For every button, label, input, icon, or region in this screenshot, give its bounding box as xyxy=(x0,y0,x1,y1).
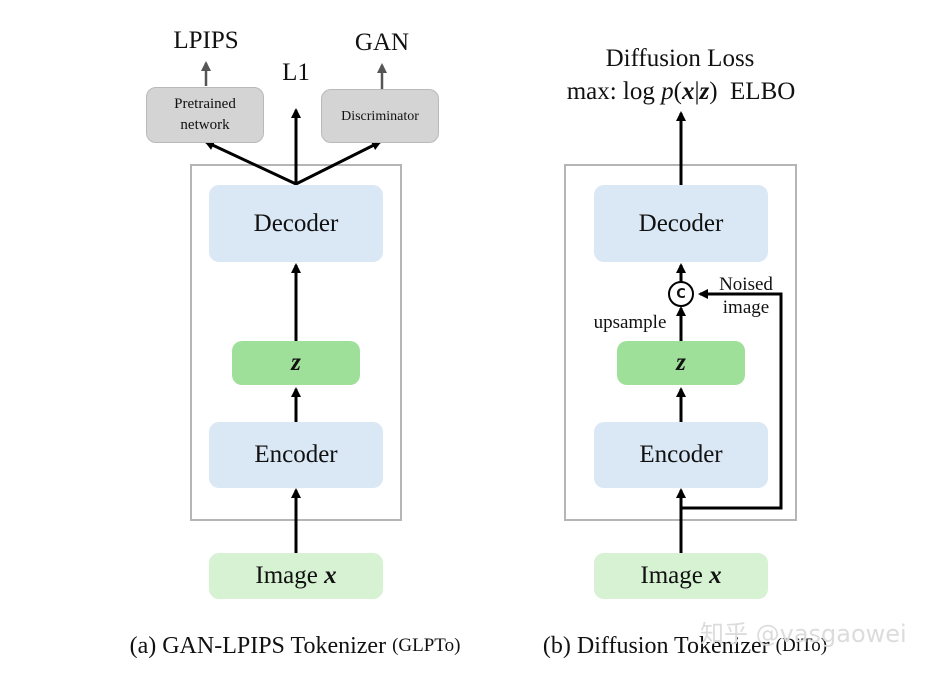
output-label-l1: L1 xyxy=(282,59,310,86)
output-label-lpips: LPIPS xyxy=(173,27,239,54)
caption-right: (b) Diffusion Tokenizer (DiTo) xyxy=(515,630,855,662)
decoder-box-right: Decoder xyxy=(594,185,768,262)
loss-formula-p: p xyxy=(661,78,674,105)
arrow-to-pretrained xyxy=(204,140,297,186)
loss-formula-prefix: max: log xyxy=(566,78,655,105)
loss-formula-x: x xyxy=(681,78,695,105)
image-label-left: Image xyxy=(255,562,318,589)
loss-title: Diffusion Loss xyxy=(605,45,755,72)
pretrained-network-line1: Pretrained xyxy=(174,96,236,112)
discriminator-box: Discriminator xyxy=(321,89,439,143)
discriminator-label: Discriminator xyxy=(341,108,419,124)
encoder-box-right: Encoder xyxy=(594,422,768,488)
latent-z-label-right: z xyxy=(676,349,686,376)
loss-formula: max: log p(x|z) ELBO xyxy=(536,76,826,108)
noised-image-line2: image xyxy=(722,297,770,318)
noised-image-line1: Noised xyxy=(719,274,773,295)
caption-left: (a) GAN-LPIPS Tokenizer (GLPTo) xyxy=(100,630,490,662)
latent-z-label-left: z xyxy=(291,349,301,376)
latent-z-box-left: z xyxy=(232,341,360,385)
noised-image-path xyxy=(681,289,783,510)
pretrained-network-box: Pretrained network xyxy=(146,87,264,143)
latent-z-box-right: z xyxy=(617,341,745,385)
input-image-box-left: Image x xyxy=(209,553,383,599)
decoder-label-left: Decoder xyxy=(253,209,339,237)
loss-formula-close: ) xyxy=(709,78,718,105)
caption-right-main: (b) Diffusion Tokenizer xyxy=(542,632,770,659)
loss-formula-suffix: ELBO xyxy=(730,78,796,105)
decoder-box-left: Decoder xyxy=(209,185,383,262)
caption-left-abbr: (GLPTo) xyxy=(392,635,461,656)
decoder-label-right: Decoder xyxy=(638,209,724,237)
noised-image-label: Noised image xyxy=(706,272,786,320)
encoder-label-left: Encoder xyxy=(254,441,338,468)
output-label-gan: GAN xyxy=(354,29,410,56)
encoder-label-right: Encoder xyxy=(639,441,723,468)
image-var-left: x xyxy=(324,562,337,589)
concat-symbol: C xyxy=(676,286,686,302)
loss-formula-open: ( xyxy=(673,78,682,105)
loss-formula-z: z xyxy=(699,78,710,105)
loss-formula-bar: | xyxy=(694,78,700,105)
arrow-to-discriminator xyxy=(295,140,382,186)
caption-right-abbr: (DiTo) xyxy=(775,635,828,656)
concat-node xyxy=(668,281,694,307)
pretrained-network-line2: network xyxy=(180,117,230,133)
caption-left-main: (a) GAN-LPIPS Tokenizer xyxy=(129,632,387,659)
watermark: 知乎 @vasgaowei xyxy=(700,620,907,648)
input-image-box-right: Image x xyxy=(594,553,768,599)
upsample-label: upsample xyxy=(593,312,667,333)
encoder-box-left: Encoder xyxy=(209,422,383,488)
image-var-right: x xyxy=(709,562,722,589)
image-label-right: Image xyxy=(640,562,703,589)
